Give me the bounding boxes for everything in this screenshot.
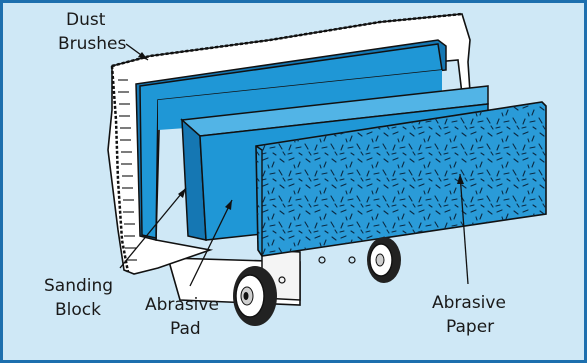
label-block: Block xyxy=(55,300,101,320)
label-sanding: Sanding xyxy=(44,276,113,296)
wheel-front xyxy=(233,266,277,326)
label-abrasive-paper-1: Abrasive xyxy=(432,293,506,313)
label-brushes: Brushes xyxy=(58,34,127,54)
wheel-rear xyxy=(367,237,401,283)
label-abrasive-paper-2: Paper xyxy=(446,317,494,337)
label-dust: Dust xyxy=(66,10,106,30)
label-abrasive-pad-1: Abrasive xyxy=(145,295,219,315)
label-abrasive-pad-2: Pad xyxy=(170,319,201,339)
